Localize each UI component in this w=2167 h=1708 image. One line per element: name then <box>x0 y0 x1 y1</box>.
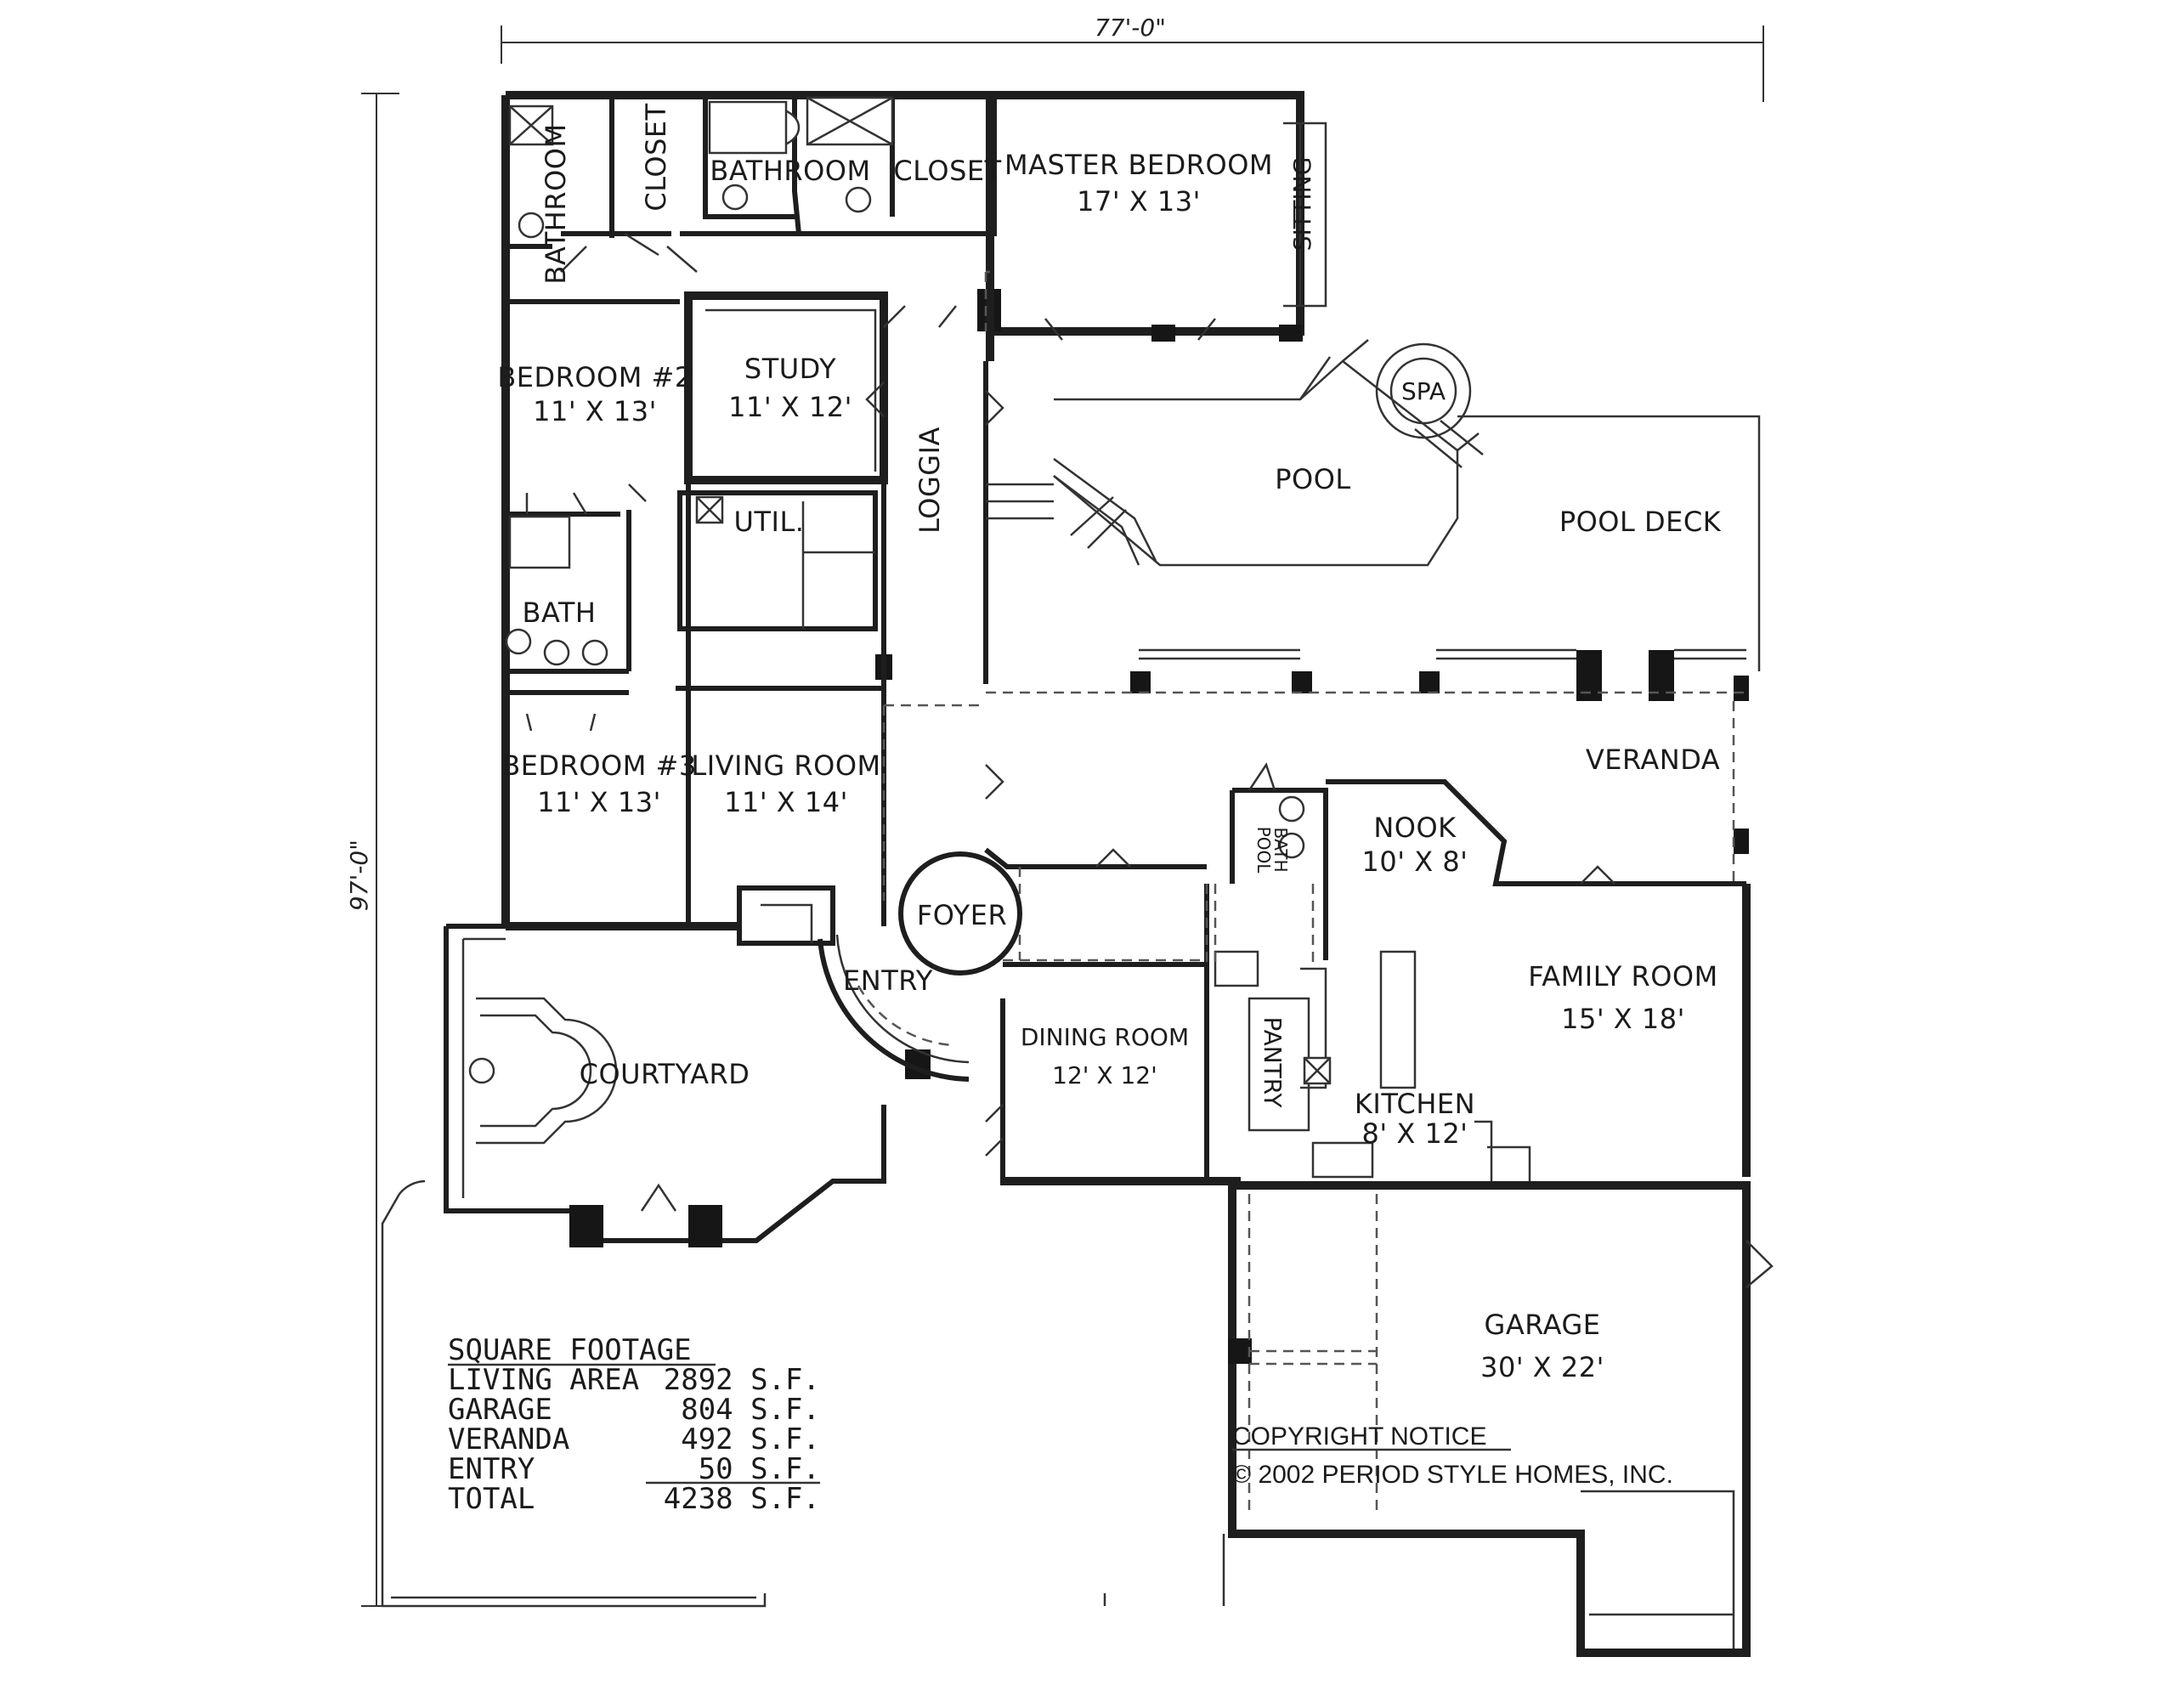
veranda-rails <box>1139 648 1746 660</box>
dining-room-size: 12' X 12' <box>1052 1061 1157 1089</box>
sqft-row-label: LIVING AREA <box>448 1363 639 1397</box>
square-footage-title: SQUARE FOOTAGE <box>448 1333 692 1367</box>
room-labels: BATHROOM CLOSET BATHROOM CLOSET MASTER B… <box>497 103 1721 1383</box>
depth-dimension: 97'-0" <box>345 93 399 1607</box>
master-bedroom-label: MASTER BEDROOM <box>1004 149 1273 181</box>
util-label: UTIL. <box>734 506 805 538</box>
closet-left-label: CLOSET <box>640 103 672 211</box>
foyer-label: FOYER <box>917 899 1007 931</box>
bedroom2-size: 11' X 13' <box>533 395 657 427</box>
sitting-label: SITTING <box>1288 157 1316 252</box>
plumbing-fixtures <box>505 96 1332 1085</box>
pool-label: POOL <box>1275 463 1351 495</box>
bathroom-left-label: BATHROOM <box>540 123 572 284</box>
loggia-label: LOGGIA <box>914 427 946 534</box>
foyer-rotunda <box>818 851 1022 1082</box>
bathroom-master-label: BATHROOM <box>710 155 870 187</box>
family-room-size: 15' X 18' <box>1561 1003 1685 1035</box>
dashed-openings <box>882 270 1746 1513</box>
study-size: 11' X 12' <box>728 391 852 423</box>
courtyard-label: COURTYARD <box>580 1058 750 1090</box>
garage-label: GARAGE <box>1485 1309 1601 1341</box>
pool-bath-label-2: BATH <box>1270 827 1291 872</box>
nook-size: 10' X 8' <box>1362 846 1468 878</box>
copyright-line: © 2002 PERIOD STYLE HOMES, INC. <box>1232 1461 1673 1489</box>
pool-bath-label-1: POOL <box>1253 827 1274 874</box>
width-dimension: 77'-0" <box>501 14 1764 102</box>
sqft-row-label: ENTRY <box>448 1452 535 1486</box>
family-room-label: FAMILY ROOM <box>1528 960 1717 993</box>
pool-area <box>986 339 1761 671</box>
sqft-row-label: TOTAL <box>448 1482 535 1516</box>
sqft-row-value: 804 S.F. <box>681 1393 820 1427</box>
doors <box>399 232 1774 1288</box>
kitchen-size: 8' X 12' <box>1362 1117 1468 1150</box>
fireplace <box>737 885 835 946</box>
copyright-notice: COPYRIGHT NOTICE © 2002 PERIOD STYLE HOM… <box>1232 1422 1673 1489</box>
spa-label: SPA <box>1401 377 1446 405</box>
exterior-walls <box>381 91 1751 1657</box>
sqft-row-label: GARAGE <box>448 1393 552 1427</box>
width-dimension-label: 77'-0" <box>1095 14 1166 42</box>
bedroom3-label: BEDROOM #3 <box>501 749 696 782</box>
garage-size: 30' X 22' <box>1480 1351 1604 1383</box>
bedroom2-label: BEDROOM #2 <box>497 361 692 393</box>
sqft-row-value: 50 S.F. <box>699 1452 820 1486</box>
sqft-row-label: VERANDA <box>448 1422 569 1456</box>
bath-label: BATH <box>523 597 597 629</box>
sqft-row-value: 492 S.F. <box>681 1422 820 1456</box>
master-bedroom-size: 17' X 13' <box>1077 185 1201 218</box>
bedroom3-size: 11' X 13' <box>537 786 661 818</box>
pool-deck-label: POOL DECK <box>1559 506 1722 538</box>
depth-dimension-label: 97'-0" <box>345 840 373 911</box>
columns <box>569 289 1749 1364</box>
square-footage-table: SQUARE FOOTAGE LIVING AREA 2892 S.F. GAR… <box>448 1333 820 1516</box>
study-label: STUDY <box>744 353 836 385</box>
nook-label: NOOK <box>1373 812 1457 844</box>
living-room-label: LIVING ROOM <box>691 749 880 782</box>
copyright-heading: COPYRIGHT NOTICE <box>1232 1422 1486 1451</box>
interior-walls <box>506 95 1746 1185</box>
living-room-size: 11' X 14' <box>724 786 848 818</box>
courtyard-fountain <box>468 997 618 1145</box>
entry-label: ENTRY <box>843 964 933 997</box>
veranda-label: VERANDA <box>1586 744 1720 776</box>
sqft-row-value: 2892 S.F. <box>664 1363 820 1397</box>
pantry-label: PANTRY <box>1259 1016 1287 1108</box>
sqft-row-value: 4238 S.F. <box>664 1482 820 1516</box>
closet-master-label: CLOSET <box>893 155 1001 187</box>
dining-room-label: DINING ROOM <box>1021 1023 1189 1051</box>
kitchen-label: KITCHEN <box>1355 1088 1475 1120</box>
